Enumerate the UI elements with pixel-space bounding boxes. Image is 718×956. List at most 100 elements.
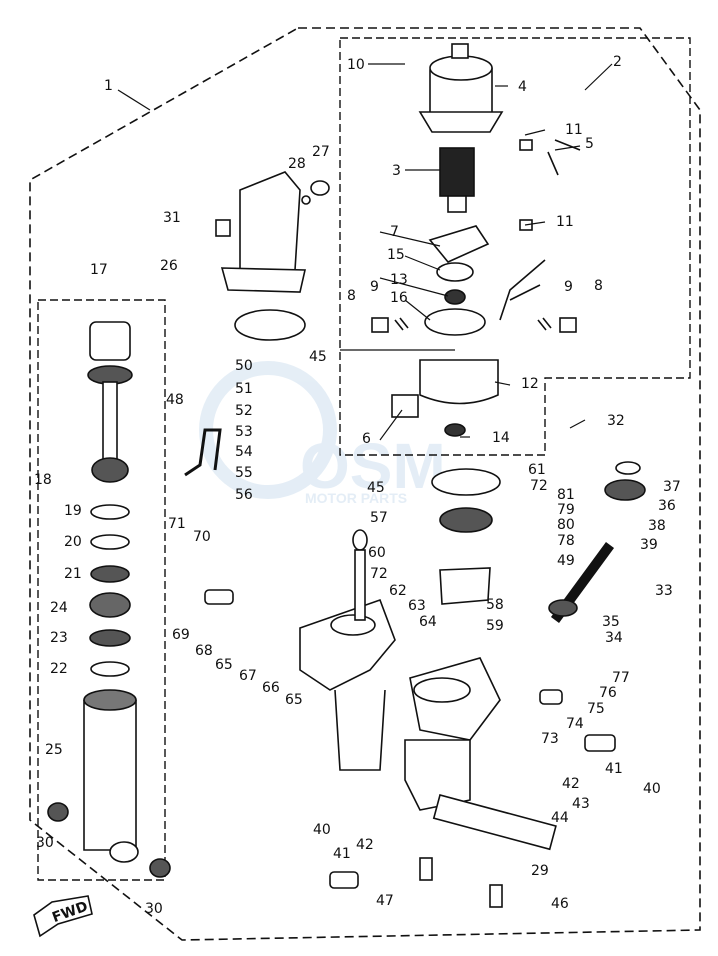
callout-23: 23 [50, 630, 68, 646]
callout-47: 47 [376, 893, 394, 909]
callout-24: 24 [50, 600, 68, 616]
leader-lines [117, 63, 613, 441]
callout-59: 59 [486, 618, 504, 634]
watermark-brand: OSM [300, 430, 446, 502]
callout-32: 32 [607, 413, 625, 429]
callout-4: 4 [518, 79, 527, 95]
callout-28: 28 [288, 156, 306, 172]
callout-8-left: 8 [347, 288, 356, 304]
callout-80: 80 [557, 517, 575, 533]
callout-75: 75 [587, 701, 605, 717]
callout-71: 71 [168, 516, 186, 532]
callouts: 1 2 3 4 5 6 7 8 8 9 9 10 11 11 12 13 14 … [34, 54, 681, 917]
callout-3: 3 [392, 163, 401, 179]
callout-27: 27 [312, 144, 330, 160]
callout-40-right: 40 [643, 781, 661, 797]
callout-45-top: 45 [309, 349, 327, 365]
callout-81: 81 [557, 487, 575, 503]
cylinder-assembly-outline [37, 299, 166, 881]
callout-34: 34 [605, 630, 623, 646]
callout-6: 6 [362, 431, 371, 447]
callout-31: 31 [163, 210, 181, 226]
callout-5: 5 [585, 136, 594, 152]
callout-41-right: 41 [605, 761, 623, 777]
callout-78: 78 [557, 533, 575, 549]
callout-74: 74 [566, 716, 584, 732]
callout-30-bottom: 30 [145, 901, 163, 917]
callout-77: 77 [612, 670, 630, 686]
callout-33: 33 [655, 583, 673, 599]
callout-53: 53 [235, 424, 253, 440]
callout-55: 55 [235, 465, 253, 481]
callout-13: 13 [390, 272, 408, 288]
callout-63: 63 [408, 598, 426, 614]
callout-57: 57 [370, 510, 388, 526]
callout-72-mid: 72 [370, 566, 388, 582]
callout-21: 21 [64, 566, 82, 582]
callout-52: 52 [235, 403, 253, 419]
callout-66: 66 [262, 680, 280, 696]
callout-17: 17 [90, 262, 108, 278]
callout-26: 26 [160, 258, 178, 274]
callout-58: 58 [486, 597, 504, 613]
callout-14: 14 [492, 430, 510, 446]
callout-9-right: 9 [564, 279, 573, 295]
callout-48: 48 [166, 392, 184, 408]
callout-22: 22 [50, 661, 68, 677]
callout-62: 62 [389, 583, 407, 599]
callout-60: 60 [368, 545, 386, 561]
callout-40-left: 40 [313, 822, 331, 838]
callout-35: 35 [602, 614, 620, 630]
callout-30-left: 30 [36, 835, 54, 851]
callout-41-left: 41 [333, 846, 351, 862]
assembly-outline [29, 27, 701, 941]
callout-36: 36 [658, 498, 676, 514]
callout-42-left: 42 [356, 837, 374, 853]
callout-70: 70 [193, 529, 211, 545]
callout-1: 1 [104, 78, 113, 94]
callout-9-left: 9 [370, 279, 379, 295]
motor-assembly-outline [339, 37, 691, 456]
callout-11-mid: 11 [556, 214, 574, 230]
reservoir [215, 171, 330, 341]
callout-42-right: 42 [562, 776, 580, 792]
callout-15: 15 [387, 247, 405, 263]
callout-50: 50 [235, 358, 253, 374]
callout-45-mid: 45 [367, 480, 385, 496]
callout-76: 76 [599, 685, 617, 701]
callout-11-top: 11 [565, 122, 583, 138]
callout-2: 2 [613, 54, 622, 70]
callout-69: 69 [172, 627, 190, 643]
callout-25: 25 [45, 742, 63, 758]
cylinder [47, 321, 171, 878]
watermark: OSM MOTOR PARTS [199, 361, 446, 506]
callout-20: 20 [64, 534, 82, 550]
callout-8-right: 8 [594, 278, 603, 294]
callout-43: 43 [572, 796, 590, 812]
motor [371, 43, 581, 437]
callout-29: 29 [531, 863, 549, 879]
callout-18: 18 [34, 472, 52, 488]
callout-79: 79 [557, 502, 575, 518]
callout-37: 37 [663, 479, 681, 495]
callout-64: 64 [419, 614, 437, 630]
callout-16: 16 [390, 290, 408, 306]
callout-7: 7 [390, 224, 399, 240]
callout-19: 19 [64, 503, 82, 519]
callout-56: 56 [235, 487, 253, 503]
callout-65-right: 65 [285, 692, 303, 708]
callout-10: 10 [347, 57, 365, 73]
callout-39: 39 [640, 537, 658, 553]
manifold [184, 428, 646, 908]
callout-38: 38 [648, 518, 666, 534]
callout-12: 12 [521, 376, 539, 392]
callout-65-left: 65 [215, 657, 233, 673]
callout-51: 51 [235, 381, 253, 397]
watermark-tag: MOTOR PARTS [305, 490, 407, 506]
callout-68: 68 [195, 643, 213, 659]
callout-72-top: 72 [530, 478, 548, 494]
callout-46: 46 [551, 896, 569, 912]
callout-61: 61 [528, 462, 546, 478]
callout-73: 73 [541, 731, 559, 747]
